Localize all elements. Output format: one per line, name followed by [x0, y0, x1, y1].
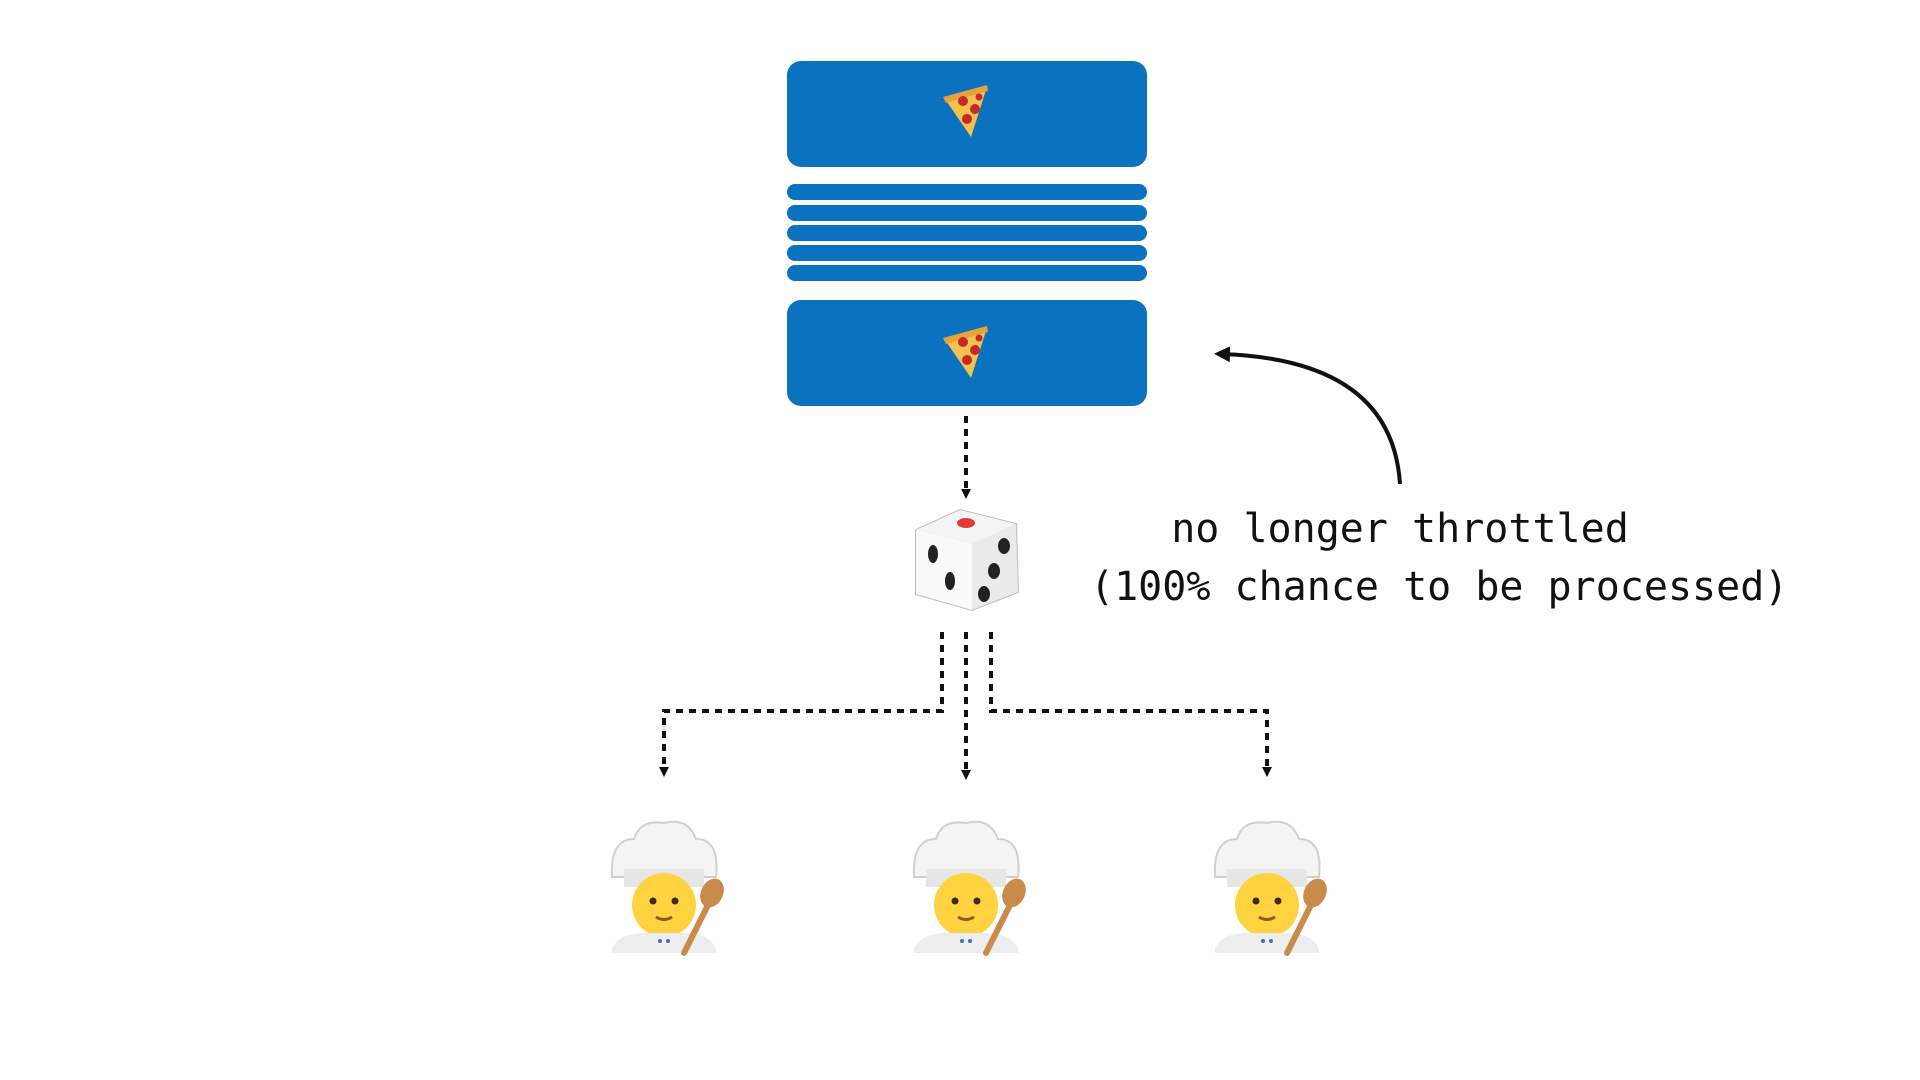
- chef-icon: [912, 820, 1026, 956]
- queue-stripe: [787, 205, 1147, 221]
- dice-icon: [915, 508, 1020, 612]
- annotation-arrow: [1214, 346, 1402, 485]
- pizza-slice-icon: [943, 85, 988, 137]
- queue-stripe: [787, 245, 1147, 261]
- chef-icon: [610, 820, 724, 956]
- dispatch-arrows: [659, 632, 1272, 780]
- chef-icon: [1213, 820, 1327, 956]
- queue-stripe: [787, 265, 1147, 281]
- queue-stripe: [787, 184, 1147, 200]
- queue-stripes: [787, 184, 1147, 281]
- annotation-line-1: no longer throttled: [1171, 506, 1629, 552]
- annotation-text: no longer throttled (100% chance to be p…: [1090, 500, 1789, 616]
- annotation-line-2: (100% chance to be processed): [1090, 564, 1789, 610]
- message-queue: [787, 61, 1147, 406]
- queue-stripe: [787, 225, 1147, 241]
- pizza-slice-icon: [943, 326, 988, 378]
- arrow-to-chef-left: [659, 632, 944, 777]
- arrow-to-chef-right: [989, 632, 1272, 777]
